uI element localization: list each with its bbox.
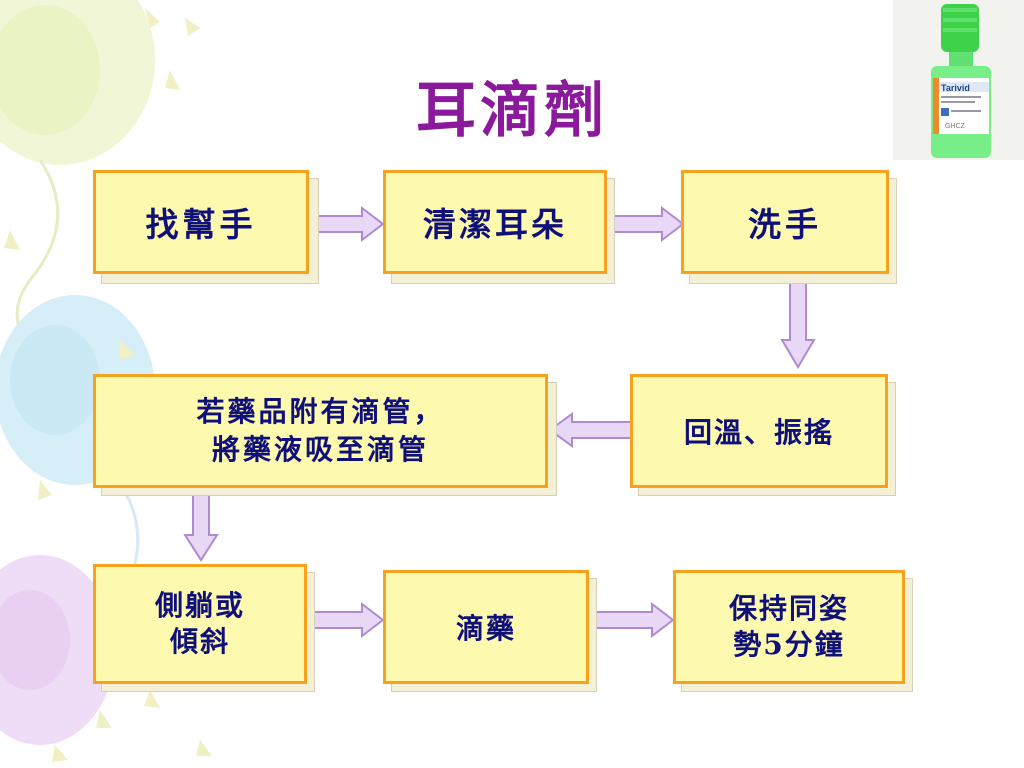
arrow-right-3 (309, 601, 385, 639)
product-label: Tarivid (941, 83, 970, 93)
step-warm-and-shake-label: 回溫、振搖 (683, 416, 834, 449)
step-find-helper: 找幫手 (93, 170, 309, 274)
ear-drop-bottle-photo: Tarivid GHCZ (893, 0, 1024, 160)
step-draw-into-dropper: 若藥品附有滴管， 將藥液吸至滴管 (93, 374, 548, 488)
step-clean-ear-label: 清潔耳朵 (423, 205, 567, 244)
slide-title: 耳滴劑 (416, 76, 608, 146)
arrow-right-2 (609, 205, 685, 243)
step-clean-ear: 清潔耳朵 (383, 170, 607, 274)
arrow-right-1 (309, 205, 385, 243)
step-lie-line-1: 側躺或 (154, 588, 245, 622)
step-find-helper-label: 找幫手 (145, 205, 257, 244)
step-hold-line-1: 保持同姿 (728, 591, 849, 625)
arrow-left-1 (548, 412, 633, 448)
arrow-down-1 (780, 272, 816, 369)
step-wash-hands-label: 洗手 (748, 205, 822, 244)
product-small-label: GHCZ (945, 123, 966, 130)
arrow-right-4 (589, 601, 675, 639)
step-hold-position: 保持同姿 勢5分鐘 (673, 570, 905, 684)
step-dropper-line-1: 若藥品附有滴管， (196, 395, 445, 429)
step-apply-drops-label: 滴藥 (455, 612, 516, 645)
step-apply-drops: 滴藥 (383, 570, 589, 684)
step-lie-line-2: 傾斜 (169, 625, 230, 658)
step-wash-hands: 洗手 (681, 170, 889, 274)
step-dropper-line-2: 將藥液吸至滴管 (211, 433, 429, 466)
step-warm-and-shake: 回溫、振搖 (630, 374, 888, 488)
step-hold-line-2: 勢5分鐘 (733, 628, 845, 661)
step-lie-on-side: 側躺或 傾斜 (93, 564, 307, 684)
arrow-down-2 (183, 491, 219, 562)
